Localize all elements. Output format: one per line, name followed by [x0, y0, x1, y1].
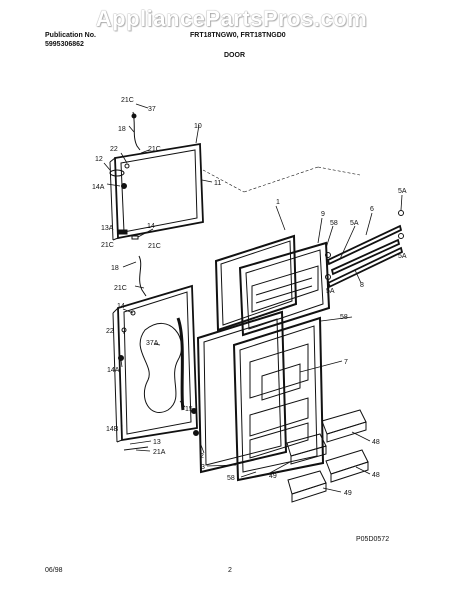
- callout-5A-c: 5A: [398, 253, 407, 260]
- callout-9: 9: [321, 211, 325, 218]
- callout-21C-d: 21C: [148, 243, 161, 250]
- callout-5A-d: 5A: [326, 288, 335, 295]
- callout-5A-a: 5A: [350, 220, 359, 227]
- hinge-14a-upper: [121, 183, 127, 189]
- hinge-cover-12: [109, 169, 125, 177]
- freezer-shelf-rails: [326, 224, 404, 289]
- callout-21C-b: 21C: [148, 146, 161, 153]
- callout-1: 1: [276, 199, 280, 206]
- callout-14A-b: 14A: [107, 367, 120, 374]
- callout-22-a: 22: [110, 146, 118, 153]
- callout-14B: 14B: [106, 426, 119, 433]
- callout-58-c: 58: [227, 475, 235, 482]
- callout-6: 6: [370, 206, 374, 213]
- callout-21C-c: 21C: [101, 242, 114, 249]
- callout-58-b: 58: [340, 314, 348, 321]
- callout-12: 12: [95, 156, 103, 163]
- watermark: AppliancePartsPros.com: [95, 6, 368, 31]
- freezer-gasket: [214, 234, 298, 332]
- footer-date: 06/98: [45, 567, 63, 574]
- figure-code: P05D0572: [356, 536, 390, 543]
- callout-49-a: 49: [269, 473, 277, 480]
- callout-5A-b: 5A: [398, 188, 407, 195]
- callout-21C-a: 21C: [121, 97, 134, 104]
- callout-8: 8: [360, 282, 364, 289]
- callout-18-a: 18: [118, 126, 126, 133]
- callout-14A-a: 14A: [92, 184, 105, 191]
- section-title: DOOR: [224, 52, 245, 59]
- callout-37: 37: [148, 106, 156, 113]
- fresh-food-door: [112, 284, 198, 443]
- callout-18-b: 18: [111, 265, 119, 272]
- page-number: 2: [228, 567, 232, 574]
- door-bin-49a: [286, 433, 327, 465]
- door-bin-49b: [287, 470, 327, 503]
- callout-22-b: 22: [106, 328, 114, 335]
- callout-10: 10: [194, 123, 202, 130]
- callout-48-b: 48: [372, 472, 380, 479]
- callout-48-a: 48: [372, 439, 380, 446]
- callout-58-a: 58: [330, 220, 338, 227]
- callout-21C-e: 21C: [114, 285, 127, 292]
- callout-49-b: 49: [344, 490, 352, 497]
- callout-37A: 37A: [146, 340, 159, 347]
- callout-14-b: 14: [117, 303, 125, 310]
- callout-11: 11: [214, 180, 221, 187]
- publication-number: 5995306862: [45, 41, 84, 48]
- fresh-food-gasket: [196, 310, 288, 474]
- callout-2: 2: [200, 453, 204, 460]
- callout-13A: 13A: [101, 225, 114, 232]
- fresh-food-wire: [138, 255, 147, 297]
- callout-21A: 21A: [153, 449, 166, 456]
- callout-15: 15: [185, 406, 193, 413]
- callout-14-a: 14: [147, 223, 155, 230]
- door-bin-48b: [325, 449, 369, 483]
- door-bin-48a: [321, 409, 367, 443]
- fresh-food-inner-door: [232, 316, 325, 482]
- freezer-inner-door: [238, 241, 331, 337]
- callout-7: 7: [344, 359, 348, 366]
- publication-label: Publication No.: [45, 32, 96, 39]
- callout-3: 3: [201, 464, 205, 471]
- callout-13: 13: [153, 439, 161, 446]
- model-numbers: FRT18TNGW0, FRT18TNGD0: [190, 32, 286, 39]
- freezer-door: [109, 142, 204, 241]
